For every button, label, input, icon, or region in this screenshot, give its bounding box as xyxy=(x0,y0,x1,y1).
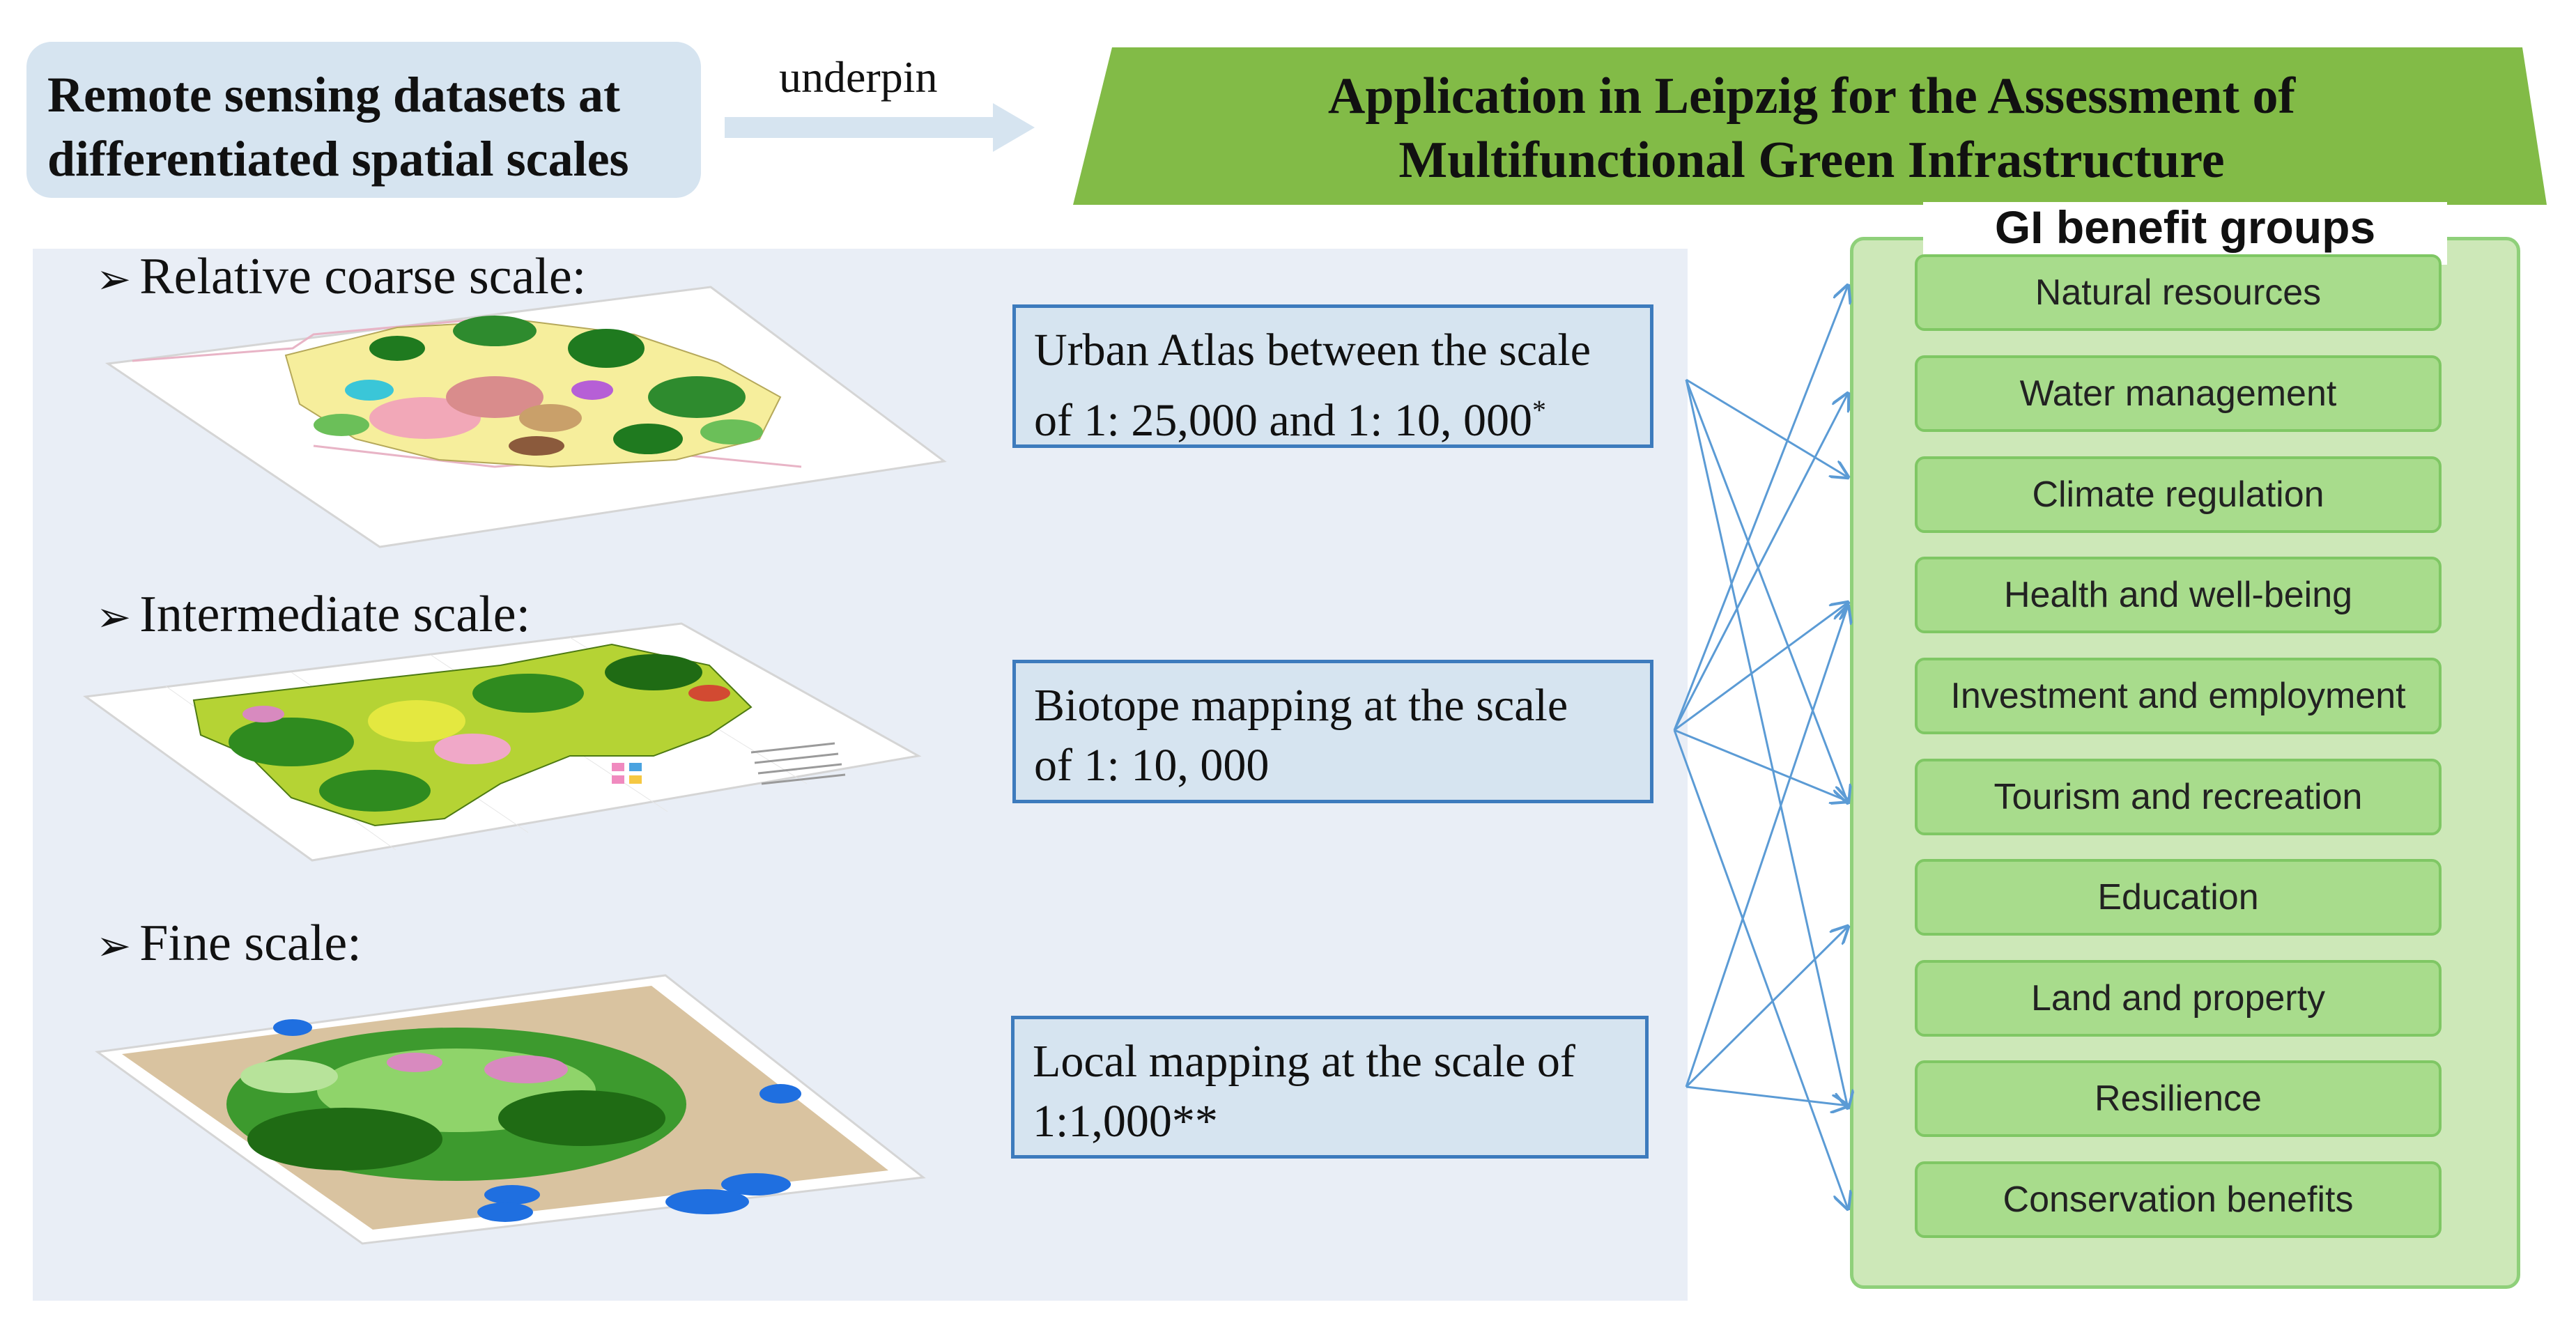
dataset-urban-atlas-footnote-mark: * xyxy=(1532,394,1546,426)
benefit-land-property: Land and property xyxy=(1915,960,2442,1037)
connector-urban-atlas-tourism xyxy=(1685,379,1848,803)
arrowhead-icon: ➢ xyxy=(96,255,132,304)
arrowhead-icon: ➢ xyxy=(96,922,132,970)
dataset-local-line2: 1:1,000** xyxy=(1033,1096,1218,1147)
dataset-urban-atlas-line2: of 1: 25,000 and 1: 10, 000* xyxy=(1034,380,1632,451)
connector-local-resilience xyxy=(1686,1085,1848,1106)
benefit-resilience: Resilience xyxy=(1915,1060,2442,1137)
biotope-map xyxy=(83,622,922,862)
dataset-local-line1: Local mapping at the scale of xyxy=(1033,1036,1575,1087)
dataset-box-biotope: Biotope mapping at the scale of 1: 10, 0… xyxy=(1012,660,1653,803)
dataset-box-urban-atlas: Urban Atlas between the scale of 1: 25,0… xyxy=(1012,304,1653,448)
application-title-line2: Multifunctional Green Infrastructure xyxy=(1398,132,2225,189)
gi-benefit-title: GI benefit groups xyxy=(1994,201,2376,253)
application-title: Application in Leipzig for the Assessmen… xyxy=(1087,64,2536,192)
datasets-header-line2: differentiated spatial scales xyxy=(47,131,629,187)
dataset-box-local: Local mapping at the scale of 1:1,000** xyxy=(1011,1016,1649,1159)
benefit-water-management: Water management xyxy=(1915,355,2442,432)
dataset-biotope-line1: Biotope mapping at the scale xyxy=(1034,680,1568,731)
connector-biotope-conservation xyxy=(1673,729,1848,1209)
dataset-biotope-line2: of 1: 10, 000 xyxy=(1034,740,1270,791)
scale-label-fine-text: Fine scale: xyxy=(139,915,362,972)
benefit-health-well-being: Health and well-being xyxy=(1915,557,2442,633)
scale-label-intermediate: ➢Intermediate scale: xyxy=(96,585,530,644)
dataset-urban-atlas-line2-text: of 1: 25,000 and 1: 10, 000 xyxy=(1034,395,1532,446)
datasets-header-line1: Remote sensing datasets at xyxy=(47,67,620,123)
benefit-climate-regulation: Climate regulation xyxy=(1915,456,2442,533)
benefit-conservation: Conservation benefits xyxy=(1915,1161,2442,1238)
benefit-tourism-recreation: Tourism and recreation xyxy=(1915,759,2442,835)
scale-label-fine: ➢Fine scale: xyxy=(96,914,362,973)
local-mapping-map xyxy=(95,974,926,1245)
dataset-urban-atlas-line1: Urban Atlas between the scale xyxy=(1034,325,1591,376)
underpin-label: underpin xyxy=(779,52,938,102)
connector-biotope-health xyxy=(1674,603,1848,732)
benefit-investment-employment: Investment and employment xyxy=(1915,658,2442,734)
benefit-education: Education xyxy=(1915,859,2442,936)
connector-biotope-natural-resources xyxy=(1673,286,1848,731)
benefit-natural-resources: Natural resources xyxy=(1915,254,2442,331)
scale-label-coarse: ➢Relative coarse scale: xyxy=(96,247,586,307)
application-banner xyxy=(1073,47,2547,205)
application-title-line1: Application in Leipzig for the Assessmen… xyxy=(1327,68,2296,125)
connector-biotope-water xyxy=(1673,394,1848,731)
underpin-arrow-icon xyxy=(725,103,1035,152)
connector-urban-atlas-resilience xyxy=(1685,379,1848,1108)
connector-biotope-tourism xyxy=(1674,729,1848,801)
datasets-header-box: Remote sensing datasets at differentiate… xyxy=(26,42,701,198)
arrowhead-icon: ➢ xyxy=(96,593,132,642)
connector-local-health xyxy=(1685,606,1848,1088)
scale-label-intermediate-text: Intermediate scale: xyxy=(139,586,531,643)
connector-local-land xyxy=(1685,927,1848,1088)
urban-atlas-map xyxy=(105,286,947,548)
scale-label-coarse-text: Relative coarse scale: xyxy=(139,248,587,305)
connector-urban-atlas-climate xyxy=(1686,378,1848,477)
